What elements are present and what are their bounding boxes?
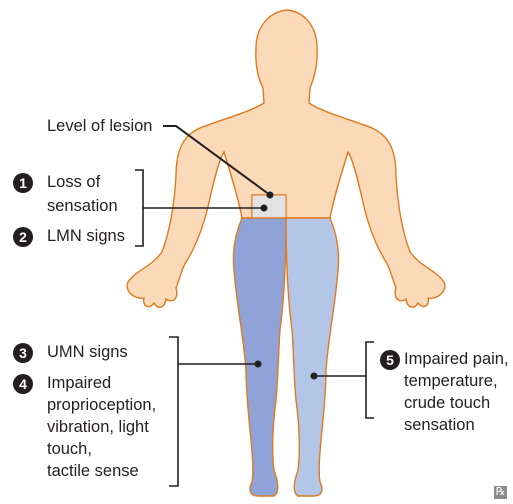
body-silhouette [127,10,445,307]
impaired-proprioception-line2: proprioception, [47,394,156,416]
number-badge-1: 1 [13,173,33,193]
loss-of-sensation-label-line1: Loss of [47,171,100,193]
bracket-items-1-2 [135,170,143,246]
impaired-proprioception-line1: Impaired [47,372,111,394]
impaired-pain-line2: temperature, [404,370,498,392]
impaired-pain-line4: sensation [404,414,475,436]
bracket-5-dot [311,373,318,380]
loss-of-sensation-label-line2: sensation [47,195,118,217]
impaired-pain-line3: crude touch [404,392,490,414]
impaired-proprioception-line3: vibration, light [47,416,149,438]
bracket-items-3-4 [169,337,178,486]
bracket-item-5 [366,342,374,418]
impaired-proprioception-line4: touch, [47,438,92,460]
impaired-proprioception-line5: tactile sense [47,460,139,482]
bracket-1-2-dot [261,205,268,212]
ipsilateral-leg [233,218,286,496]
number-badge-4: 4 [13,374,33,394]
lmn-signs-label: LMN signs [47,225,125,247]
contralateral-leg [286,218,339,496]
bracket-3-4-dot [255,361,262,368]
number-badge-2: 2 [13,227,33,247]
number-badge-3: 3 [13,343,33,363]
lesion-level-band [252,195,286,219]
level-of-lesion-label: Level of lesion [47,115,153,137]
rx-logo: ℞ [494,486,507,499]
umn-signs-label: UMN signs [47,341,128,363]
lesion-marker-dot [267,192,274,199]
number-badge-5: 5 [380,350,400,370]
impaired-pain-line1: Impaired pain, [404,348,509,370]
